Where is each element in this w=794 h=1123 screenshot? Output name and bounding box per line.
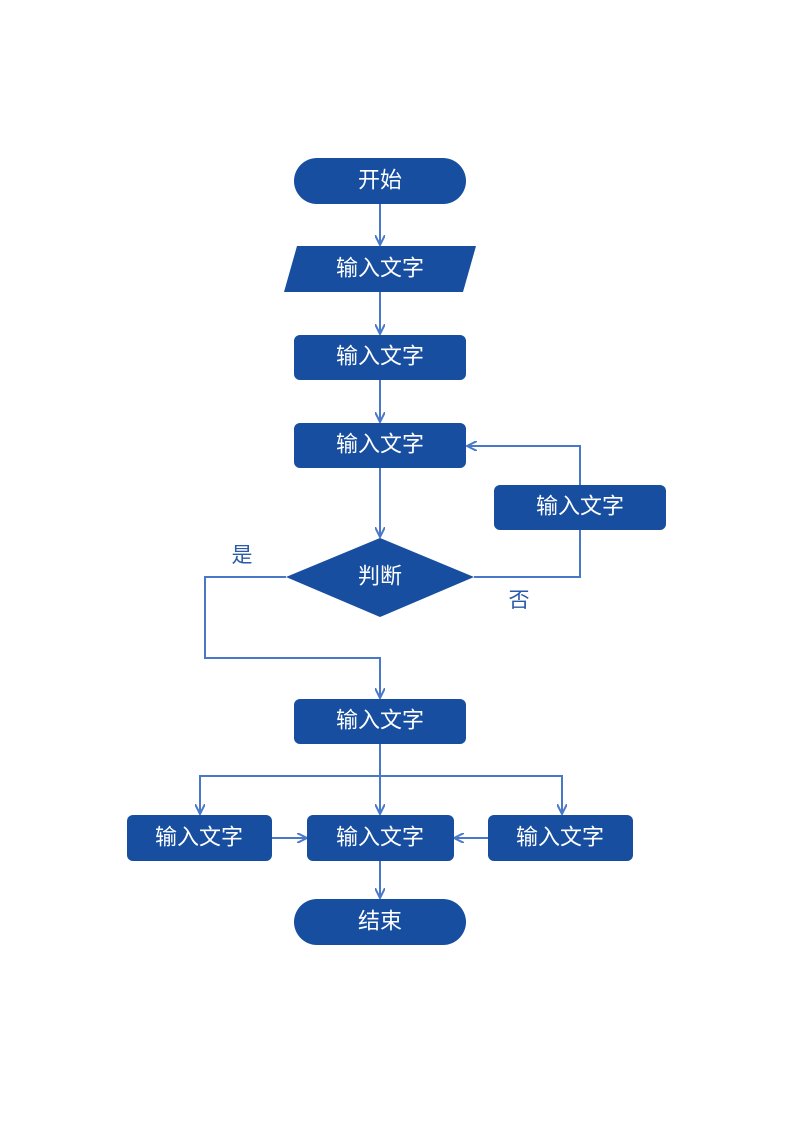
yes-label: 是	[232, 543, 253, 567]
process-2-node[interactable]: 输入文字	[294, 423, 466, 468]
process-1-node[interactable]: 输入文字	[294, 335, 466, 380]
input-parallelogram-node[interactable]: 输入文字	[284, 246, 476, 292]
process-3-label: 输入文字	[336, 709, 424, 734]
process-2-label: 输入文字	[336, 433, 424, 458]
end-node[interactable]: 结束	[294, 899, 466, 945]
edge-loop-to-process-2	[467, 446, 581, 485]
process-3-node[interactable]: 输入文字	[294, 699, 466, 744]
decision-label: 判断	[358, 565, 402, 590]
center-process-label: 输入文字	[336, 826, 424, 851]
process-1-label: 输入文字	[336, 345, 424, 370]
loop-process-label: 输入文字	[536, 495, 624, 520]
end-node-label: 结束	[358, 910, 402, 935]
no-label: 否	[509, 588, 530, 612]
edge-decision-yes-to-process-3	[204, 576, 380, 698]
edge-branch-to-left	[200, 775, 380, 814]
right-process-label: 输入文字	[516, 826, 604, 851]
decision-node[interactable]: 判断	[286, 538, 474, 617]
left-process-label: 输入文字	[155, 826, 243, 851]
start-node-label: 开始	[358, 169, 402, 194]
loop-process-node[interactable]: 输入文字	[494, 485, 666, 530]
left-process-node[interactable]: 输入文字	[127, 815, 272, 861]
right-process-node[interactable]: 输入文字	[488, 815, 633, 861]
input-parallelogram-label: 输入文字	[336, 257, 424, 282]
edges	[200, 204, 581, 898]
start-node[interactable]: 开始	[294, 158, 466, 204]
center-process-node[interactable]: 输入文字	[307, 815, 454, 861]
edge-branch-to-right	[380, 775, 562, 814]
edge-decision-no-to-loop	[474, 530, 581, 578]
